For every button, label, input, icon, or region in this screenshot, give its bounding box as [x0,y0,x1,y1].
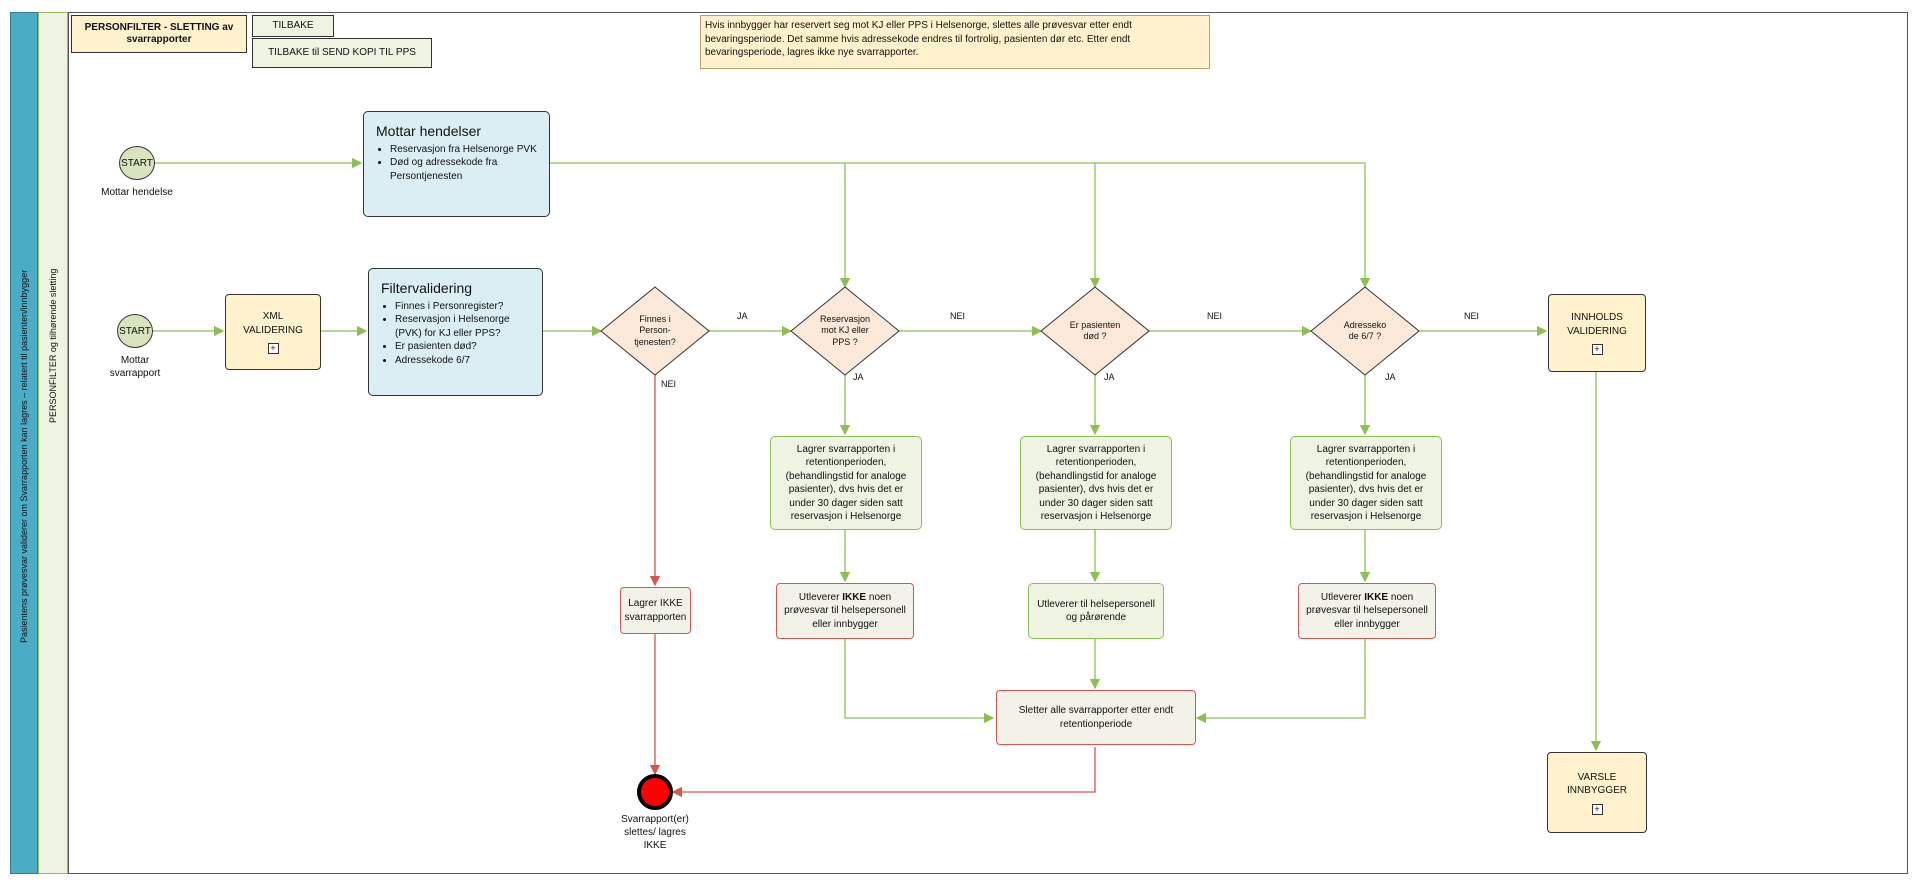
gateway-g1-shape [600,286,710,376]
end-event-shape [637,774,673,810]
deliver-text: Utleverer IKKE noen prøvesvar til helsep… [784,591,906,630]
varsle-innbygger-label: VARSLE INNBYGGER [1566,771,1627,797]
mottar-hendelser-title: Mottar hendelser [376,123,482,139]
list-item: Død og adressekode fra Persontjenesten [390,156,537,183]
info-note: Hvis innbygger har reservert seg mot KJ … [700,15,1210,69]
sletter-box[interactable]: Sletter alle svarrapporter etter endt re… [996,690,1196,745]
list-item: Er pasienten død? [395,340,530,354]
edge-label-ja: JA [737,311,748,321]
back-send-copy-button[interactable]: TILBAKE til SEND KOPI TIL PPS [252,38,432,68]
subprocess-plus-icon[interactable]: + [267,343,279,354]
gateway-g2-label[interactable]: Reservasjon mot KJ eller PPS ? [819,314,871,347]
innholds-validering-task[interactable]: INNHOLDS VALIDERING + [1548,294,1646,372]
lagrer-ikke-box[interactable]: Lagrer IKKE svarrapporten [620,587,691,634]
deliver-text: Utleverer IKKE noen prøvesvar til helsep… [1306,591,1428,630]
mottar-hendelser-box[interactable]: Mottar hendelser Reservasjon fra Helseno… [363,111,550,217]
deliver-box-reservasjon[interactable]: Utleverer IKKE noen prøvesvar til helsep… [776,583,914,639]
store-box-reservasjon[interactable]: Lagrer svarrapporten i retentionperioden… [770,436,922,530]
store-box-dod[interactable]: Lagrer svarrapporten i retentionperioden… [1020,436,1172,530]
pool-lane-inner: PERSONFILTER og tilhørende sletting [38,12,68,874]
end-event[interactable] [639,776,671,808]
title-button[interactable]: PERSONFILTER - SLETTING av svarrapporter [71,15,247,53]
filtervalidering-title: Filtervalidering [381,280,473,296]
xml-validering-label: XML VALIDERING [243,311,303,336]
filtervalidering-list: Finnes i Personregister? Reservasjon i H… [381,300,530,368]
edge-label-ja: JA [1385,372,1396,382]
flow-sletter-end [671,747,1096,798]
gateway-g4-shape [1310,286,1420,376]
varsle-innbygger-task[interactable]: VARSLE INNBYGGER + [1547,752,1647,833]
edge-label-ja: JA [1104,372,1115,382]
subprocess-plus-icon[interactable]: + [1591,344,1603,355]
deliver-box-dod[interactable]: Utleverer til helsepersonell og pårørend… [1028,583,1164,639]
gateway-g3-shape [1040,286,1150,376]
list-item: Finnes i Personregister? [395,300,530,314]
edge-label-nei: NEI [1207,311,1223,321]
subprocess-plus-icon[interactable]: + [1591,803,1603,815]
edge-label-nei: NEI [1464,311,1480,321]
mottar-hendelser-list: Reservasjon fra Helsenorge PVK Død og ad… [376,143,537,184]
flow-hendelser-g2 [550,162,851,289]
edge-label-nei: NEI [950,311,966,321]
flow-deliver4-sletter [1195,639,1366,724]
diagram-canvas [68,12,1908,874]
start-event-svarrapport-caption: Mottar svarrapport [109,355,161,379]
deliver-box-adressekode[interactable]: Utleverer IKKE noen prøvesvar til helsep… [1298,583,1436,639]
list-item: Adressekode 6/7 [395,354,530,368]
start-event-hendelse-caption: Mottar hendelse [101,187,173,198]
end-event-caption: Svarrapport(er) slettes/ lagres IKKE [621,814,689,851]
gateway-g1-label[interactable]: Finnes i Person-tjenesten? [634,314,676,347]
innholds-validering-label: INNHOLDS VALIDERING [1567,312,1627,337]
pool-lane-outer: Pasientens prøvesvar validerer om Svarra… [10,12,38,874]
xml-validering-task[interactable]: XML VALIDERING + [225,294,321,370]
start-event-hendelse[interactable]: START [119,146,155,180]
start-event-svarrapport[interactable]: START [117,314,153,348]
gateway-g3-label[interactable]: Er pasienten død ? [1069,319,1121,341]
gateway-g4-label[interactable]: Adresseko de 6/7 ? [1343,319,1387,341]
gateway-g2-shape [790,286,900,376]
back-button[interactable]: TILBAKE [252,15,334,37]
edge-label-ja: JA [853,372,864,382]
filtervalidering-box[interactable]: Filtervalidering Finnes i Personregister… [368,268,543,396]
flow-hendelser-g3 [845,162,1101,289]
store-box-adressekode[interactable]: Lagrer svarrapporten i retentionperioden… [1290,436,1442,530]
flow-hendelser-g4 [1095,162,1371,289]
list-item: Reservasjon i Helsenorge (PVK) for KJ el… [395,313,530,340]
flow-deliver2-sletter [844,639,995,724]
list-item: Reservasjon fra Helsenorge PVK [390,143,537,157]
edge-label-nei: NEI [661,379,677,389]
